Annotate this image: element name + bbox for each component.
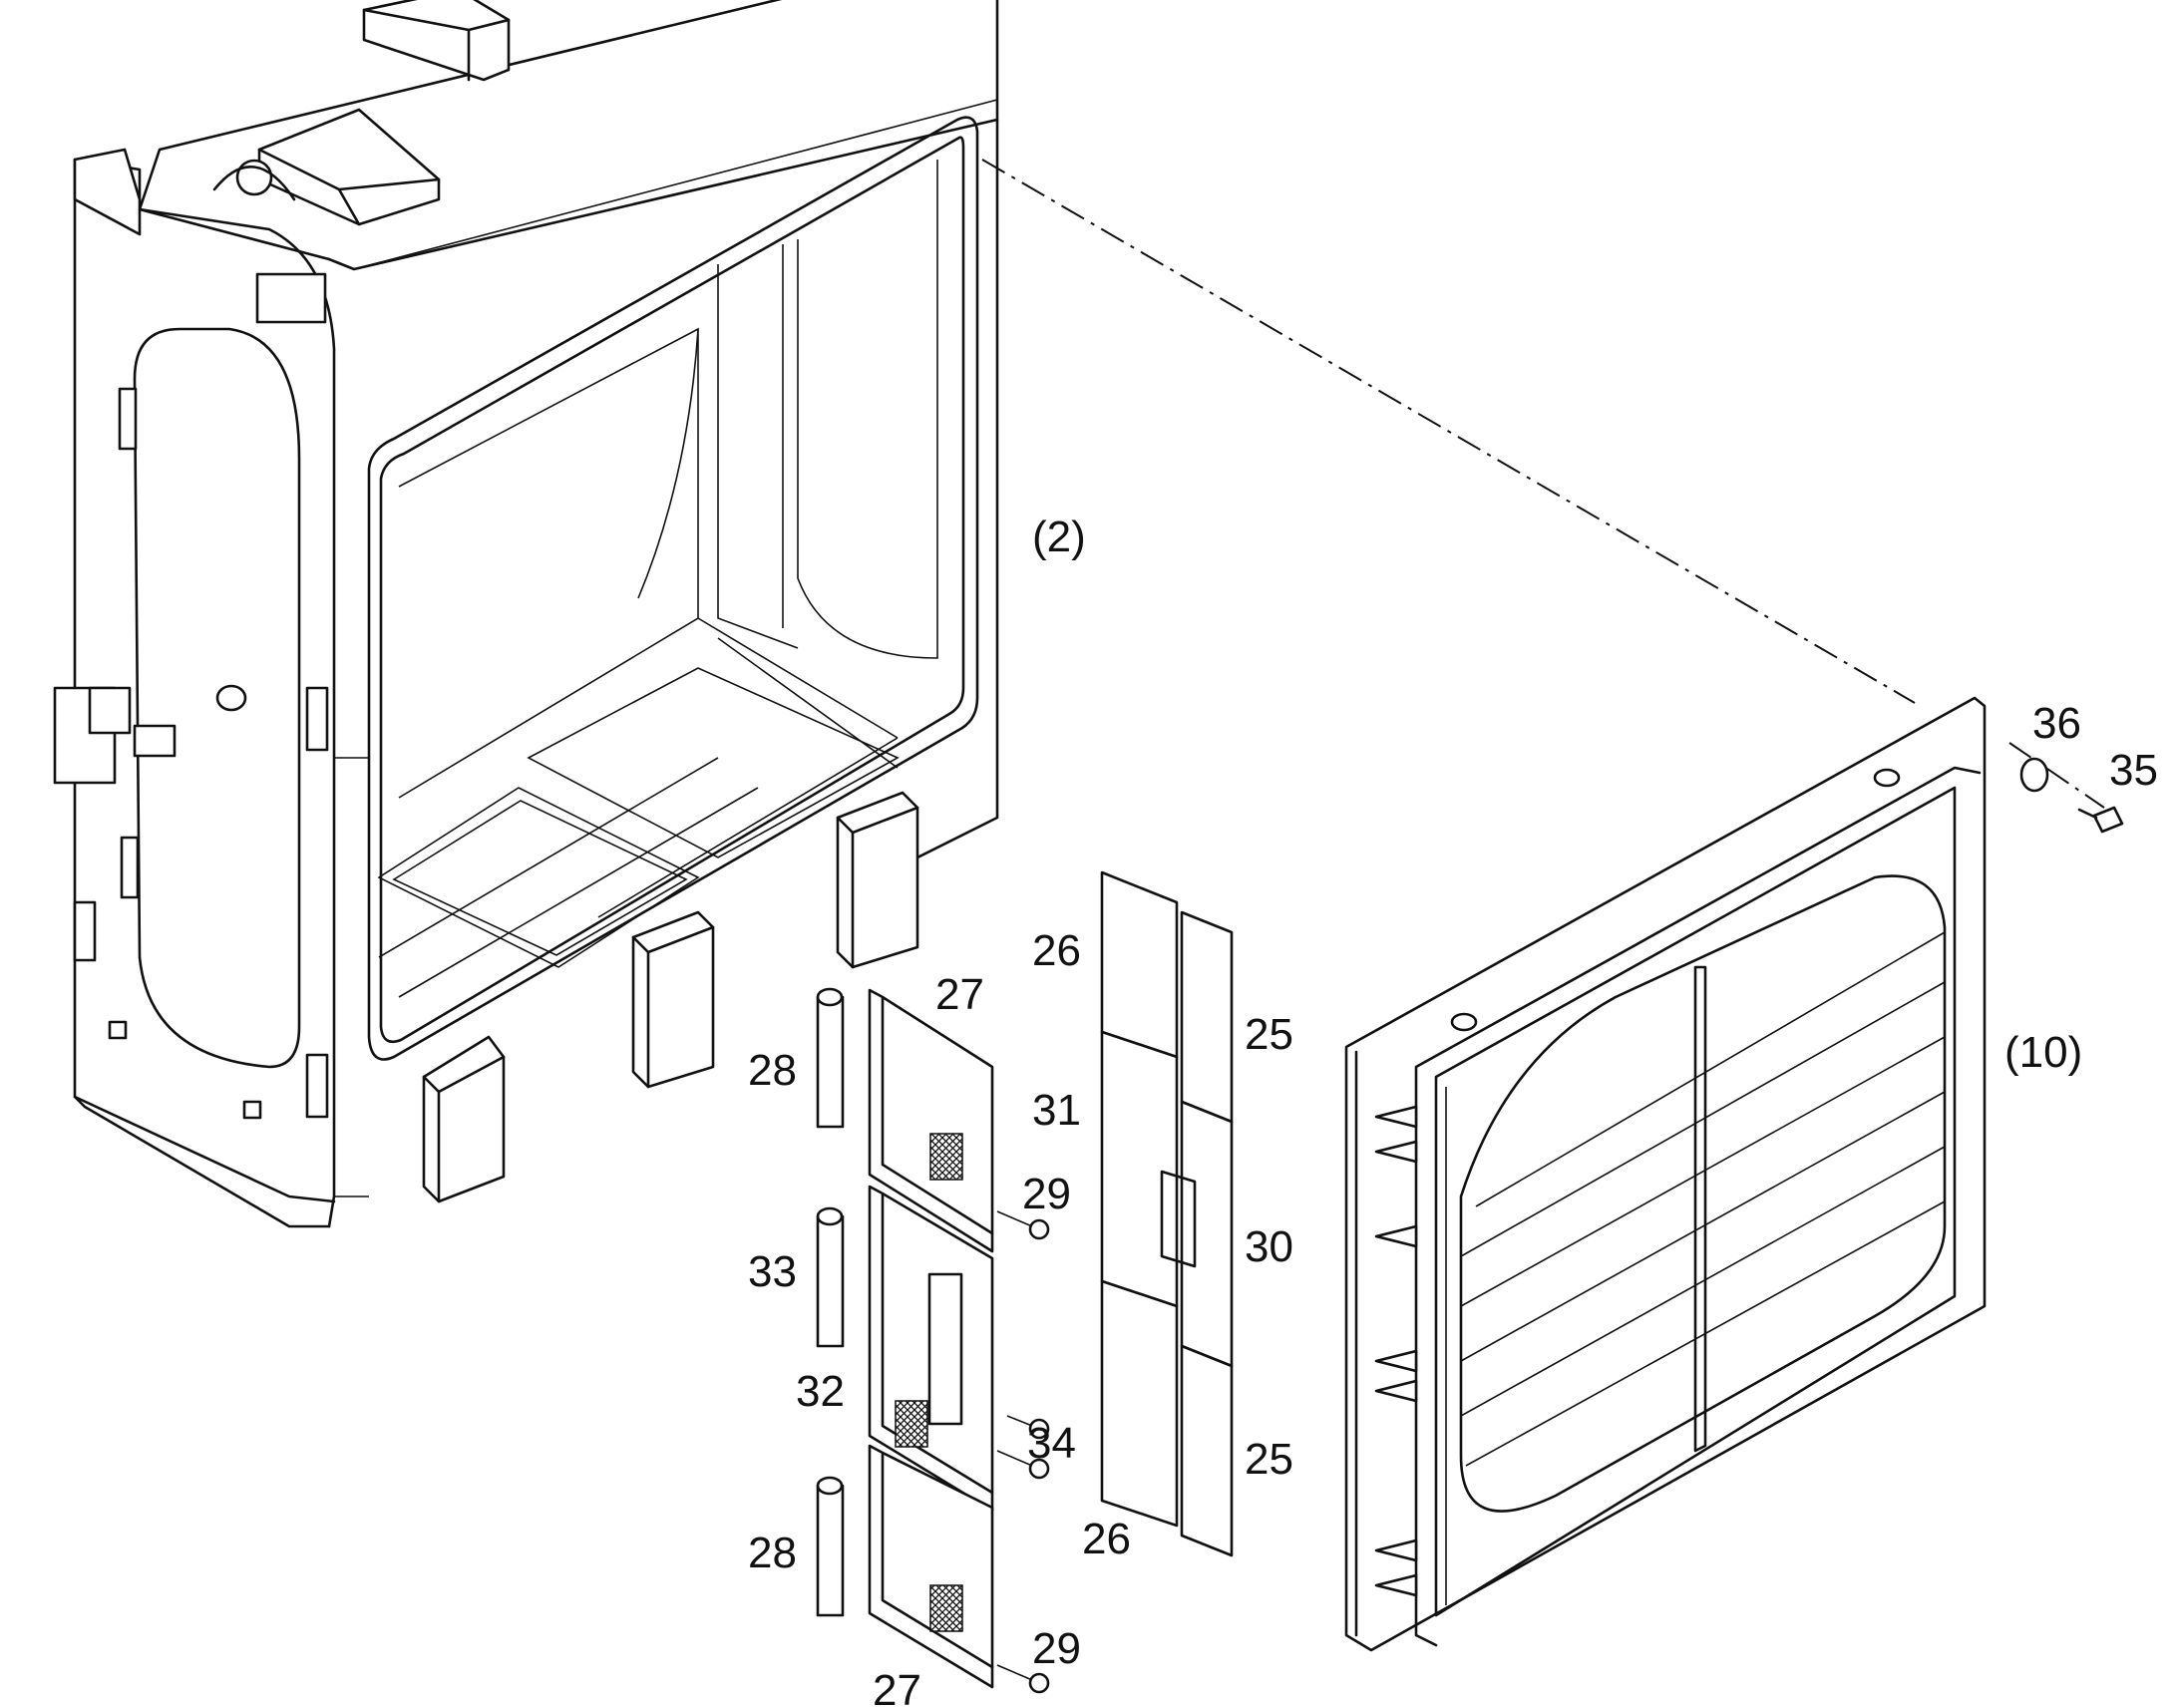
grille-frame: [1344, 696, 1987, 1652]
vent-mesh-upper: [929, 1133, 963, 1181]
callout-labels: (2) (10) 36 35 26 26 25 25 30 27 27 31 2…: [748, 512, 2158, 1708]
fasteners: [2019, 757, 2124, 834]
callout-34: 34: [1027, 1419, 1076, 1468]
cover-panels: [868, 988, 994, 1689]
callout-29-lower: 29: [1032, 1624, 1081, 1673]
callout-25-upper: 25: [1245, 1010, 1293, 1059]
callout-28-lower: 28: [748, 1529, 797, 1577]
cabin-body: [53, 0, 999, 1228]
callout-26-lower: 26: [1082, 1515, 1131, 1563]
cover-window: [927, 1272, 963, 1426]
callout-30: 30: [1245, 1222, 1293, 1271]
callout-27-upper: 27: [935, 970, 984, 1019]
lifting-eye: [235, 159, 273, 196]
callout-2: (2): [1032, 512, 1086, 561]
mounting-pads: [422, 791, 919, 1203]
alignment-line: [981, 159, 1916, 704]
vent-mesh-middle: [895, 1400, 928, 1448]
callout-27-lower: 27: [873, 1666, 921, 1708]
callout-10: (10): [2004, 1028, 2082, 1077]
callout-25-lower: 25: [1245, 1435, 1293, 1484]
posts: [816, 987, 845, 1617]
vent-mesh-lower: [929, 1584, 963, 1632]
screws: [996, 1210, 1050, 1694]
callout-36: 36: [2032, 699, 2081, 748]
seal-strips: [1100, 870, 1234, 1557]
callout-26-upper: 26: [1032, 926, 1081, 975]
callout-28-upper: 28: [748, 1046, 797, 1095]
alignment-line-fastener: [2008, 742, 2105, 809]
callout-33: 33: [748, 1247, 797, 1296]
callout-35: 35: [2109, 746, 2158, 795]
callout-32: 32: [796, 1367, 845, 1416]
washer: [2019, 757, 2049, 793]
callout-31: 31: [1032, 1086, 1081, 1135]
callout-29-upper: 29: [1022, 1170, 1071, 1218]
